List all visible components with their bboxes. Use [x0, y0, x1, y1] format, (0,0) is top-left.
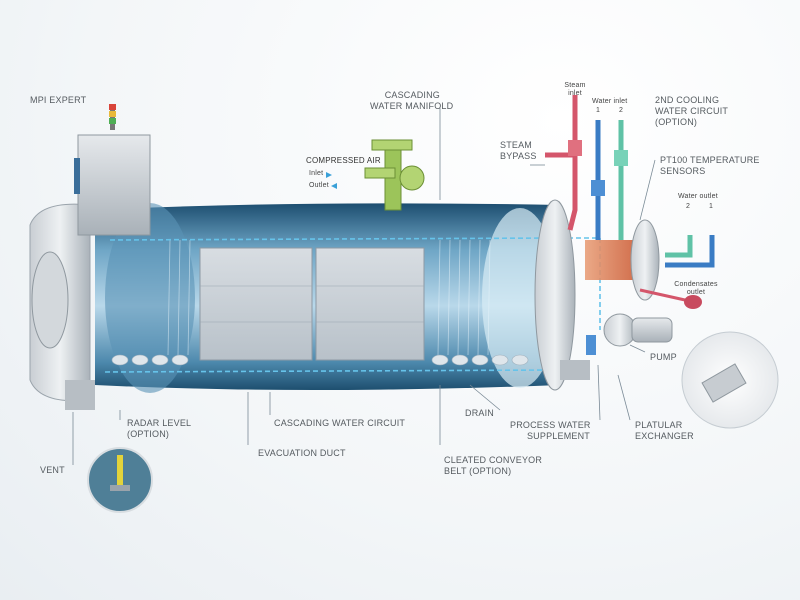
conveyor-rollers	[111, 354, 529, 366]
label-vent: VENT	[40, 465, 65, 475]
rear-flange	[534, 199, 576, 391]
label-radar-level: RADAR LEVEL (OPTION)	[127, 418, 192, 439]
label-pt100-sensors: PT100 TEMPERATURE SENSORS	[660, 155, 760, 176]
pallet-lines	[200, 285, 424, 323]
exchanger-flange	[630, 219, 660, 301]
label-drain: DRAIN	[465, 408, 495, 418]
door-hub	[31, 251, 69, 349]
product-pallet-1	[199, 247, 313, 361]
label-cascading-water-circuit: CASCADING WATER CIRCUIT	[274, 418, 406, 428]
water-cascade	[167, 239, 491, 356]
water-outlet-pipe-1	[665, 235, 715, 268]
label-cascading-water-manifold: CASCADING WATER MANIFOLD	[370, 90, 454, 111]
label-air-outlet: Outlet	[309, 182, 329, 189]
cascading-water-flow-top	[109, 237, 561, 241]
label-process-water-supplement: PROCESS WATER SUPPLEMENT	[510, 420, 591, 441]
label-water-outlet-2: 2	[686, 203, 691, 210]
cascading-water-flow-bottom	[104, 369, 561, 373]
product-pallet-2	[315, 247, 425, 361]
label-second-cooling-circuit: 2ND COOLING WATER CIRCUIT (OPTION)	[655, 95, 729, 127]
label-evacuation-duct: EVACUATION DUCT	[258, 448, 346, 458]
water-outlet-pipe-2	[665, 235, 693, 258]
steam-valve	[568, 140, 582, 156]
label-mpi-expert: MPI EXPERT	[30, 95, 87, 105]
condensate-trap	[684, 295, 702, 309]
vessel-interior-end	[105, 203, 195, 393]
mpi-expert-cabinet	[77, 134, 151, 236]
label-water-inlet: Water inlet	[592, 98, 628, 105]
label-compressed-air: COMPRESSED AIR	[306, 156, 381, 165]
label-condensates-outlet: Condensates outlet	[674, 281, 718, 296]
process-water-valve	[586, 335, 596, 355]
label-water-outlet-1: 1	[709, 203, 714, 210]
label-platular-exchanger: PLATULAR EXCHANGER	[635, 420, 694, 441]
label-water-inlet-1: 1	[596, 107, 601, 114]
pump	[603, 313, 673, 347]
label-cleated-conveyor-belt: CLEATED CONVEYOR BELT (OPTION)	[444, 455, 543, 476]
label-air-inlet: Inlet	[309, 170, 324, 177]
label-steam-bypass: STEAM BYPASS	[500, 140, 537, 161]
cabinet-screen	[74, 158, 80, 194]
label-water-inlet-2: 2	[619, 107, 624, 114]
label-water-outlet: Water outlet	[678, 193, 718, 200]
compressed-air-valve	[364, 139, 425, 211]
leader-lines	[72, 108, 656, 465]
label-pump: PUMP	[650, 352, 677, 362]
label-steam-inlet: Steam inlet	[564, 82, 586, 97]
